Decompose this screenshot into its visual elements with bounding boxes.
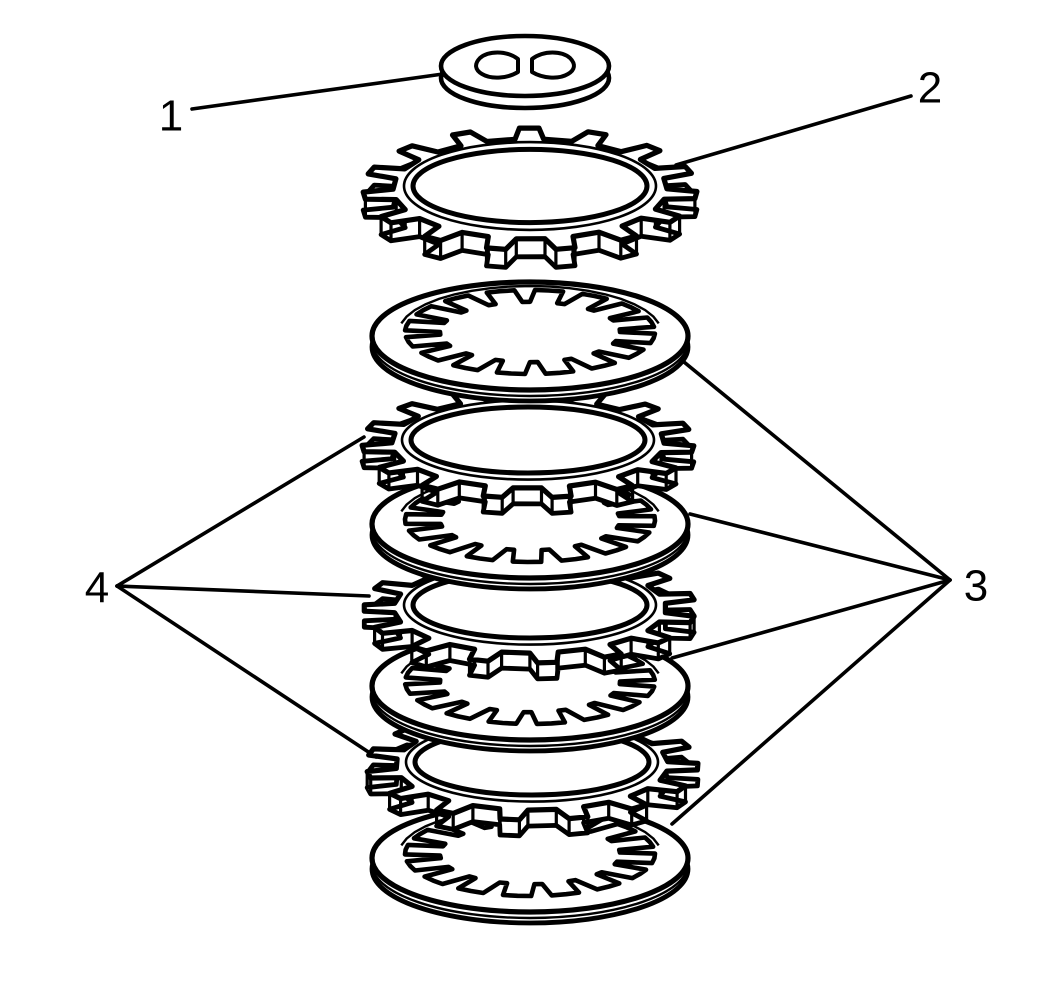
callout-3-label: 3 (964, 562, 988, 611)
callout-2-label: 2 (918, 64, 942, 113)
callout-1-label: 1 (159, 92, 183, 141)
parts-layer (359, 33, 701, 926)
labels-layer: 1 2 4 3 (85, 64, 988, 613)
callout-3-leader-line (688, 512, 952, 582)
bore-back-edge (400, 284, 660, 325)
leader-lines-layer (115, 72, 952, 826)
steel-plate-1 (369, 279, 691, 404)
callout-2-leader-line (674, 94, 913, 167)
callout-3-leader-line (682, 360, 952, 582)
steel-plate-4 (369, 801, 691, 926)
plate-bore (410, 146, 650, 226)
plate-bore (408, 404, 648, 476)
washer-window-left (474, 50, 520, 80)
clutch-plate-2 (360, 125, 700, 270)
thrust-washer-1 (438, 33, 612, 111)
friction-plate-1 (359, 385, 697, 516)
callout-3-leader-line (670, 578, 952, 660)
callout-4-leader-line (115, 435, 366, 588)
callout-4-leader-line (115, 584, 371, 598)
washer-face (438, 33, 612, 99)
washer-window-right (530, 50, 576, 80)
inner-spline-teeth (402, 287, 658, 377)
inner-spline-teeth (402, 809, 658, 899)
callout-3-leader-line (670, 578, 952, 826)
callout-4-leader-line (115, 584, 378, 759)
callout-4-label: 4 (85, 564, 109, 613)
callout-1-leader-line (190, 72, 445, 111)
